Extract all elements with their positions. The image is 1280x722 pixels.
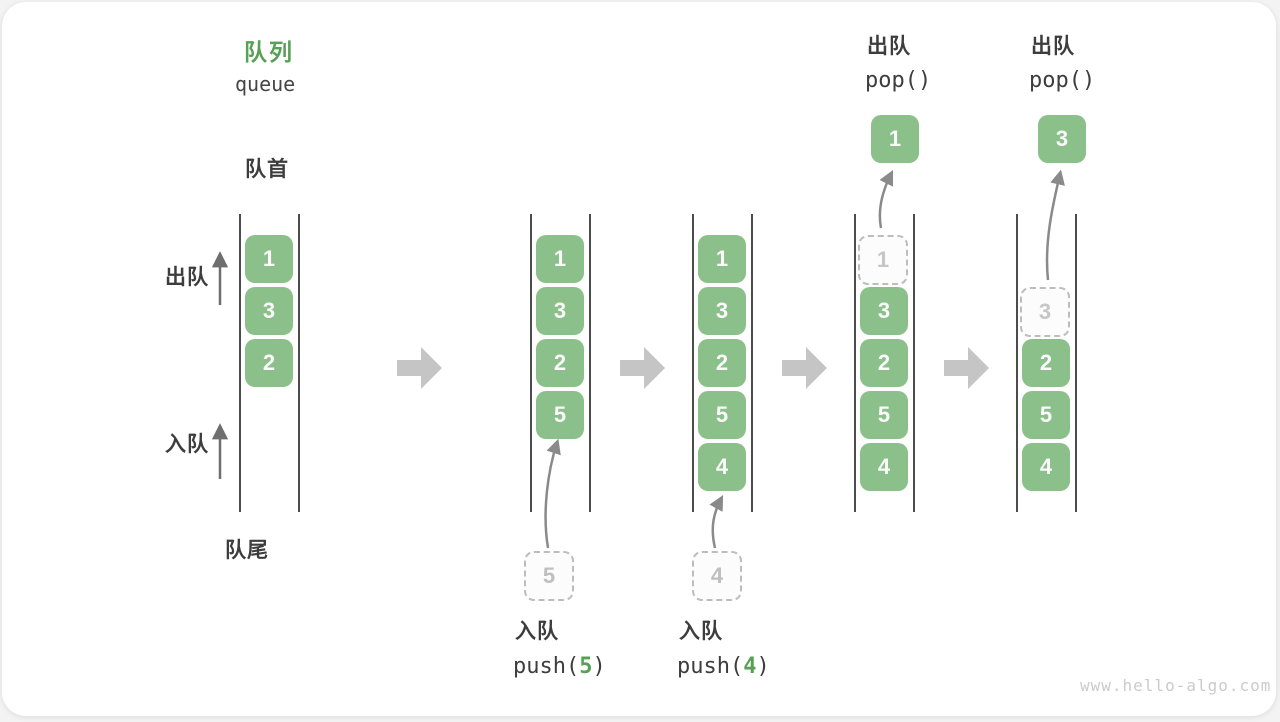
enqueue-op-label: 入队 [515,620,559,643]
state-transition-arrow-3 [782,347,827,389]
queue-cell: 2 [536,339,584,387]
queue-column-3: 1 3 2 5 4 [692,214,753,512]
queue-cell: 1 [536,235,584,283]
queue-cell: 2 [698,339,746,387]
dequeue-side-label: 出队 [165,266,209,289]
push-fn-text: push( [677,654,744,679]
state-transition-arrow-4 [944,347,989,389]
queue-cell: 1 [245,235,293,283]
push-close-text: ) [592,654,606,679]
push-call-label: push(4) [677,654,770,679]
queue-rear-label: 队尾 [225,539,269,562]
queue-cell: 4 [698,443,746,491]
queue-cell: 2 [245,339,293,387]
removed-element-slot: 3 [1020,287,1070,337]
removed-element-slot: 1 [858,235,908,285]
queue-cell: 5 [1022,391,1070,439]
popped-element-box: 3 [1038,115,1086,163]
queue-cell: 3 [860,287,908,335]
queue-column-1: 1 3 2 [239,214,300,512]
figure-subtitle: queue [235,72,296,96]
push-arg-text: 4 [743,654,757,679]
queue-cell: 5 [536,391,584,439]
queue-column-2: 1 3 2 5 [530,214,591,512]
push-arg-text: 5 [579,654,593,679]
incoming-element-box: 4 [692,551,742,601]
dequeue-op-label: 出队 [867,35,911,58]
queue-column-5: 3 2 5 4 [1016,214,1077,512]
queue-cell: 2 [860,339,908,387]
queue-cell: 3 [245,287,293,335]
queue-column-4: 1 3 2 5 4 [854,214,915,512]
dequeue-op-label: 出队 [1031,35,1075,58]
queue-cell: 3 [698,287,746,335]
state-transition-arrow-2 [620,347,665,389]
pop-call-label: pop() [1029,68,1096,93]
push-close-text: ) [756,654,770,679]
queue-cell: 5 [860,391,908,439]
queue-cell: 1 [698,235,746,283]
queue-cell: 5 [698,391,746,439]
popped-element-box: 1 [871,115,919,163]
enqueue-op-label: 入队 [679,620,723,643]
push-fn-text: push( [513,654,580,679]
queue-cell: 2 [1022,339,1070,387]
enqueue-side-label: 入队 [165,433,209,456]
queue-front-label: 队首 [245,158,289,181]
queue-cell: 3 [536,287,584,335]
queue-cell: 4 [1022,443,1070,491]
state-transition-arrow-1 [397,347,442,389]
push-call-label: push(5) [513,654,606,679]
incoming-element-box: 5 [524,551,574,601]
pop-call-label: pop() [865,68,932,93]
figure-title: 队列 [244,39,294,65]
queue-cell: 4 [860,443,908,491]
watermark: www.hello-algo.com [1080,676,1272,695]
